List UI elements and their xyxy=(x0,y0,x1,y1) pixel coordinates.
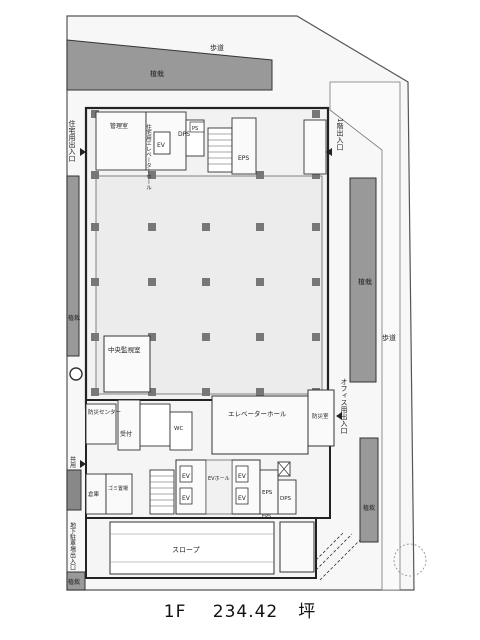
stair-lower-treads xyxy=(150,475,174,507)
label-office-ev-hall: エレベーターホール xyxy=(228,409,287,418)
eps-top-area xyxy=(231,117,257,175)
planting-strip-left-lower xyxy=(66,469,82,511)
label-planting-right: 植栽 xyxy=(358,277,372,286)
floor-caption: 1F 234.42 坪 xyxy=(0,597,480,622)
planting-strip-right-lower xyxy=(359,437,379,543)
sidewalk-right xyxy=(329,81,401,591)
arrow-first-floor-entrance xyxy=(326,148,332,156)
label-first-floor-entrance: 1階出入口 xyxy=(336,118,344,151)
wc-small-area xyxy=(169,411,193,451)
label-dps-top: DPS xyxy=(178,131,190,138)
label-disaster-center: 防災センター xyxy=(88,408,121,416)
label-planting-bottom-right: 植栽 xyxy=(363,504,375,512)
label-ps-top: PS xyxy=(192,126,198,132)
label-wc: WC xyxy=(174,426,183,432)
label-ev-b: EV xyxy=(182,495,191,502)
label-eps-bottom: EPS xyxy=(262,514,271,520)
label-central-monitoring: 中央監視室 xyxy=(108,345,141,354)
dps-mid-area xyxy=(277,479,297,515)
central-monitoring-area xyxy=(103,335,151,393)
stair-lower xyxy=(149,469,175,515)
label-residential-ev-hall: 住宅用エレベーターホール xyxy=(145,123,152,191)
label-slope: スロープ xyxy=(172,546,200,554)
label-ev-c: EV xyxy=(238,473,247,480)
label-dps-mid: DPS xyxy=(280,496,292,502)
driveway-lines xyxy=(315,531,361,581)
label-office-entrance: オフィス用出入口 xyxy=(340,378,348,434)
wc-area xyxy=(139,403,171,447)
label-eps-mid: EPS xyxy=(262,490,273,496)
slope-area xyxy=(109,521,275,575)
planting-strip-top xyxy=(66,39,273,91)
label-bottom-left-mark: 植栽 xyxy=(68,578,80,586)
floor-label: 1F xyxy=(163,602,187,622)
stair-top-treads xyxy=(208,133,232,165)
office-ev-hall-area xyxy=(211,395,309,455)
management-room-area xyxy=(95,111,147,171)
garbage-room-area xyxy=(105,473,133,515)
planting-strip-left xyxy=(66,175,80,357)
label-ev-top: EV xyxy=(157,142,166,149)
stair-top xyxy=(207,127,233,173)
reception-area xyxy=(117,399,141,451)
arrow-office-entrance xyxy=(336,412,342,420)
label-parking-entrance: 地下駐車場出入口 xyxy=(69,521,76,571)
label-sidewalk-top: 歩道 xyxy=(210,43,224,52)
label-reception: 受付 xyxy=(120,430,132,438)
label-management-room: 管理室 xyxy=(110,122,128,130)
label-shared-use: 共用 xyxy=(69,455,76,469)
planting-strip-right xyxy=(349,177,377,383)
arrow-residential-entrance xyxy=(80,148,86,156)
label-ev-hall: EVホール xyxy=(208,476,230,482)
turning-circle xyxy=(393,543,427,577)
planting-strip-bottom-left xyxy=(66,571,86,591)
label-ev-a: EV xyxy=(182,473,191,480)
label-planting-left: 植栽 xyxy=(68,314,80,322)
first-floor-entrance-area xyxy=(303,119,327,175)
label-planting-top: 植栽 xyxy=(150,69,164,78)
floor-area-unit: 坪 xyxy=(298,602,317,622)
label-ev-d: EV xyxy=(238,495,247,502)
disaster-prevention-room-area xyxy=(279,521,315,573)
arrow-shared-entrance xyxy=(80,460,86,468)
label-eps-top: EPS xyxy=(238,155,249,162)
ev-top-car xyxy=(153,131,171,155)
disaster-room-area xyxy=(307,389,335,447)
label-garbage-room: ゴミ置場 xyxy=(108,485,128,492)
floor-plan: 歩道 植栽 歩道 植栽 植栽 植栽 植栽 住宅用出入口 1階出入口 オフィス用出… xyxy=(66,15,427,591)
label-storage: 倉庫 xyxy=(88,490,100,498)
ev-car-d xyxy=(235,487,249,505)
ev-hall-area xyxy=(205,459,233,515)
ev-car-c xyxy=(235,465,249,483)
ps-top-area xyxy=(189,121,205,133)
floor-area: 234.42 xyxy=(212,602,279,622)
column-round xyxy=(69,367,83,381)
label-disaster-room: 防災室 xyxy=(312,412,329,420)
label-sidewalk-right: 歩道 xyxy=(382,333,396,342)
disaster-center-area xyxy=(85,403,117,445)
ev-car-b xyxy=(179,487,193,505)
ev-car-a xyxy=(179,465,193,483)
label-residential-entrance: 住宅用出入口 xyxy=(68,119,76,162)
